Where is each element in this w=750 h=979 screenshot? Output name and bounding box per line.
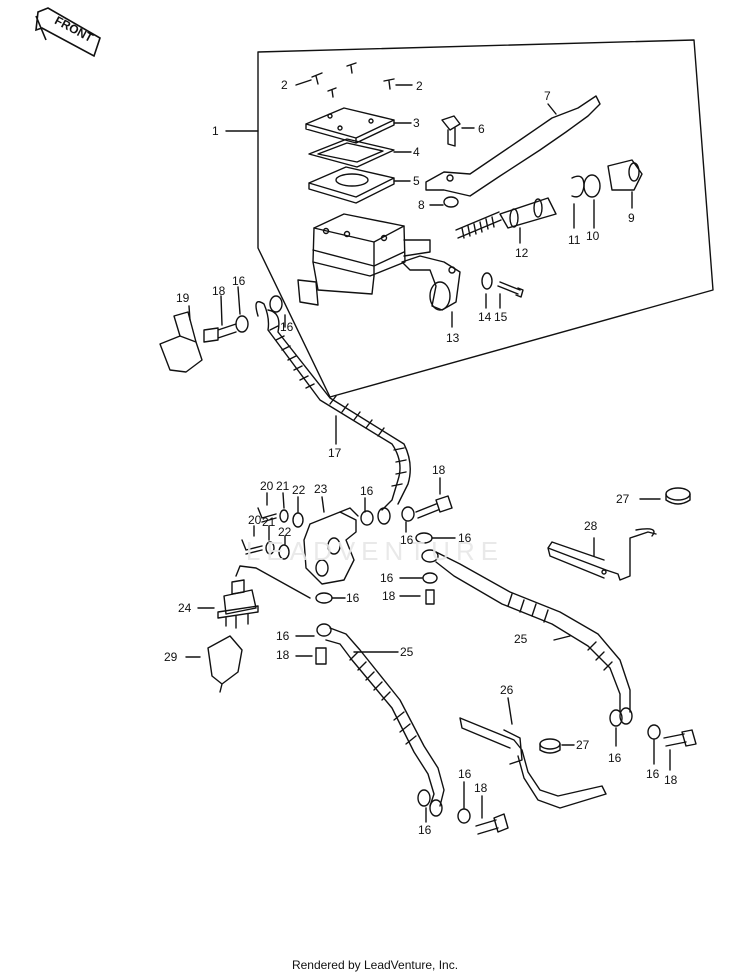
handlebar-clamp: [401, 255, 461, 311]
hose-bracket-26: [459, 717, 607, 809]
brake-hose-25-left: [316, 623, 445, 817]
callout-27: 27: [576, 738, 590, 752]
callout-11: 11: [568, 233, 581, 247]
callout-26: 26: [500, 683, 514, 697]
callout-7: 7: [544, 89, 551, 103]
callout-18: 18: [212, 284, 226, 298]
callout-16: 16: [276, 629, 290, 643]
callout-29: 29: [164, 650, 178, 664]
callout-20: 20: [260, 479, 274, 493]
callout-22: 22: [278, 525, 292, 539]
callout-14: 14: [478, 310, 492, 324]
callout-18: 18: [474, 781, 488, 795]
dust-boot: [607, 159, 643, 191]
front-indicator: FRONT: [35, 7, 101, 58]
callout-9: 9: [628, 211, 635, 225]
grommet-27b: [539, 738, 561, 754]
callout-17: 17: [328, 446, 342, 460]
three-way-joint: [303, 507, 359, 585]
banjo-bolt-18: [203, 323, 237, 343]
callout-13: 13: [446, 331, 460, 345]
callout-3: 3: [413, 116, 420, 130]
piston: [499, 197, 557, 229]
callout-6: 6: [478, 122, 485, 136]
callout-23: 23: [314, 482, 328, 496]
reservoir-cap: [305, 107, 395, 144]
hose-bracket-28: [547, 528, 657, 581]
callout-16: 16: [458, 767, 472, 781]
callout-4: 4: [413, 145, 420, 159]
callout-16: 16: [346, 591, 360, 605]
pivot-bolt: [441, 115, 461, 147]
callout-16: 16: [400, 533, 414, 547]
switch-19: [159, 311, 203, 373]
bolt-15: [497, 281, 524, 298]
callout-2: 2: [416, 79, 423, 93]
callout-27: 27: [616, 492, 630, 506]
callout-16: 16: [280, 320, 294, 334]
rubber-cap: [207, 635, 243, 693]
callout-16: 16: [232, 274, 246, 288]
callout-28: 28: [584, 519, 598, 533]
brake-lever: [425, 95, 601, 197]
watermark: LEADVENTURE: [246, 536, 504, 566]
banjo-bolt-18b: [415, 495, 453, 519]
brake-hose-25-right: [421, 549, 633, 725]
nut-8: [443, 196, 459, 208]
callout-25: 25: [400, 645, 414, 659]
circlip: [571, 175, 585, 198]
callout-24: 24: [178, 601, 192, 615]
callout-19: 19: [176, 291, 190, 305]
diaphragm-plate: [308, 138, 395, 168]
callout-18: 18: [664, 773, 678, 787]
diaphragm: [308, 166, 395, 204]
footer-credit: Rendered by LeadVenture, Inc.: [291, 958, 459, 972]
grommet-27a: [665, 487, 691, 505]
callout-16: 16: [458, 531, 472, 545]
callout-20: 20: [248, 513, 262, 527]
callout-18: 18: [382, 589, 396, 603]
brake-light-switch: [217, 579, 259, 629]
stop-washer: [583, 174, 601, 198]
callout-16: 16: [380, 571, 394, 585]
piston-spring: [455, 211, 502, 239]
callout-21: 21: [276, 479, 290, 493]
callout-16: 16: [360, 484, 374, 498]
callout-16: 16: [608, 751, 622, 765]
callout-10: 10: [586, 229, 600, 243]
brake-hose-17: [255, 301, 411, 525]
callout-16: 16: [646, 767, 660, 781]
callout-16: 16: [418, 823, 432, 837]
callout-15: 15: [494, 310, 508, 324]
screw-2: [311, 62, 395, 98]
callout-5: 5: [413, 174, 420, 188]
callout-1: 1: [212, 124, 219, 138]
callout-12: 12: [515, 246, 529, 260]
callout-22: 22: [292, 483, 306, 497]
master-cylinder-body: [297, 213, 431, 306]
assembly-outline: [257, 39, 714, 398]
callout-25: 25: [514, 632, 528, 646]
callout-2: 2: [281, 78, 288, 92]
callout-8: 8: [418, 198, 425, 212]
callout-18: 18: [276, 648, 290, 662]
washer-14: [481, 272, 493, 290]
callout-18: 18: [432, 463, 446, 477]
callout-21: 21: [262, 515, 276, 529]
bolt-20-21-22: [241, 507, 304, 560]
